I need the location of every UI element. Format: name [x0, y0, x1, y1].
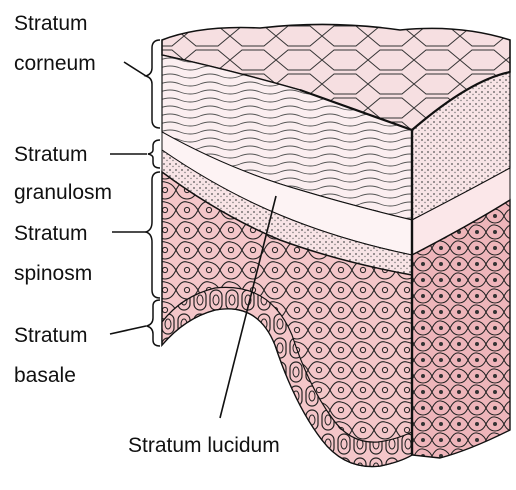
- leader-corneum: [124, 62, 146, 76]
- label-basale-line2: basale: [14, 364, 76, 387]
- bracket-basale: [147, 300, 160, 346]
- label-granulosm-line1: Stratum: [14, 143, 88, 166]
- label-spinosm-line2: spinosm: [14, 262, 92, 285]
- leader-basale: [110, 326, 146, 334]
- bracket-granulosm: [148, 140, 160, 168]
- label-corneum-line2: corneum: [14, 52, 96, 75]
- label-lucidum: Stratum lucidum: [128, 434, 280, 457]
- label-basale-line1: Stratum: [14, 324, 88, 347]
- bracket-spinosm: [146, 172, 160, 298]
- label-corneum-line1: Stratum: [14, 12, 88, 35]
- bracket-corneum: [146, 40, 160, 128]
- label-granulosm-line2: granulosm: [14, 181, 112, 204]
- label-spinosm-line1: Stratum: [14, 222, 88, 245]
